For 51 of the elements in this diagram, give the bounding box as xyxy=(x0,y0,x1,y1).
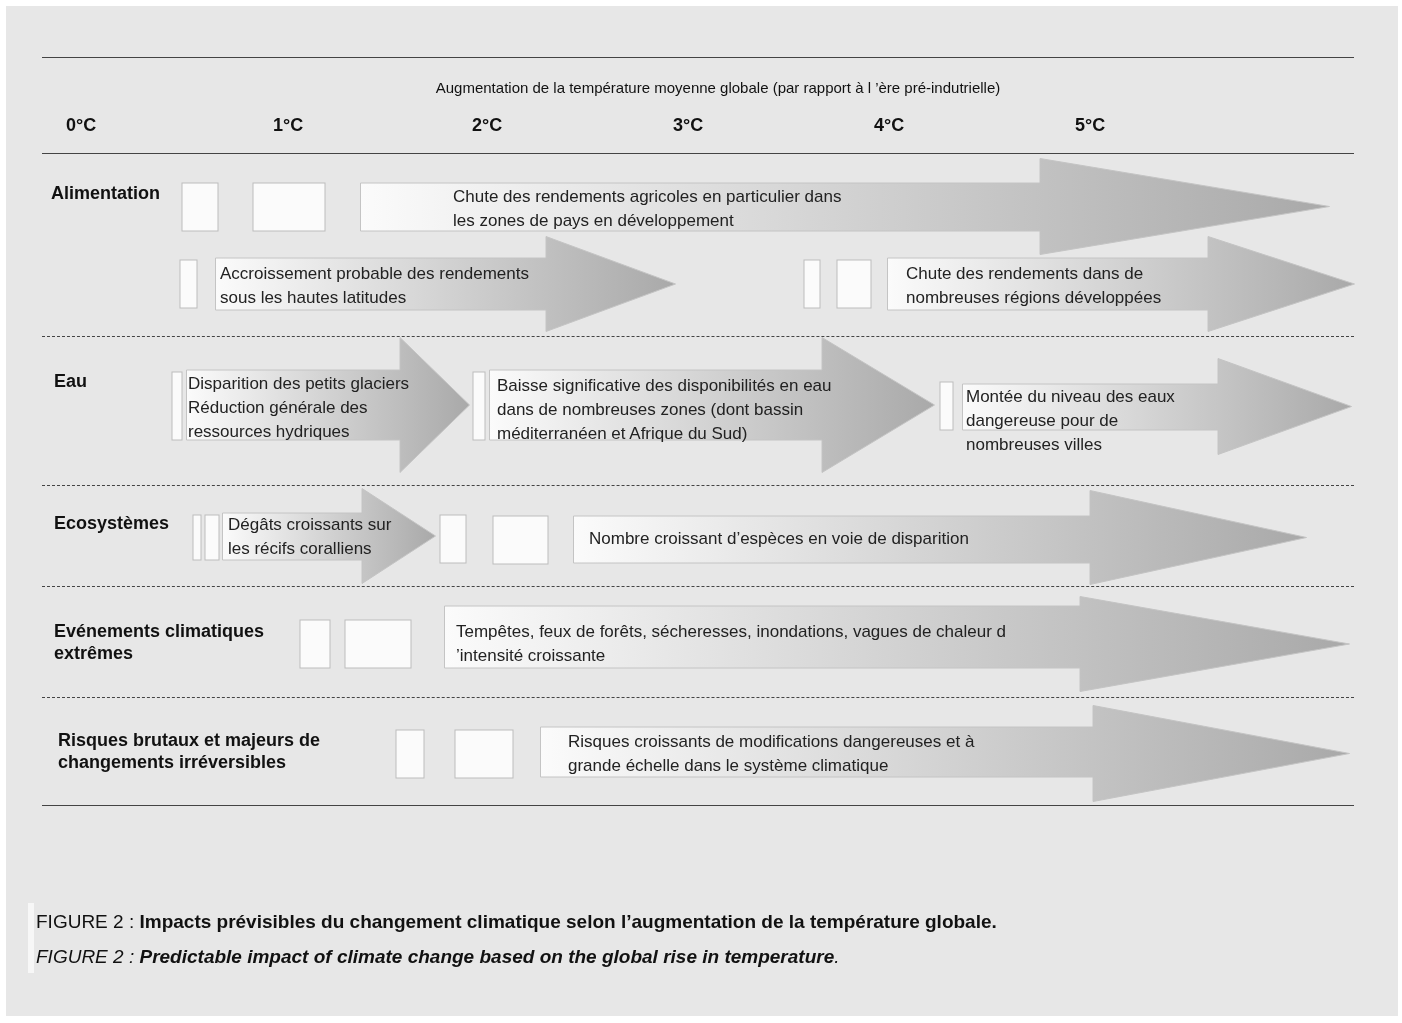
temperature-tick: 3°C xyxy=(673,114,704,136)
impact-text: Chute des rendements agricoles en particulier dans les zones de pays en développement xyxy=(453,186,843,232)
arrow-shape xyxy=(887,236,1355,332)
impact-text: Dégâts croissants sur les récifs coralliens xyxy=(228,514,393,560)
temperature-tick: 4°C xyxy=(874,114,905,136)
row-heading: Evénements climatiques extrêmes xyxy=(54,620,266,664)
fade-block xyxy=(492,515,549,565)
fade-block xyxy=(344,619,412,669)
fade-block xyxy=(192,514,202,561)
arrow-shape xyxy=(962,358,1352,455)
fade-block xyxy=(179,259,198,309)
temperature-tick: 5°C xyxy=(1075,114,1106,136)
impact-text: Nombre croissant d’espèces en voie de disparition xyxy=(589,528,970,550)
arrow-shape xyxy=(540,705,1350,802)
axis-title: Augmentation de la température moyenne globale (par rapport à l ’ère pré-indutrielle) xyxy=(435,78,1001,97)
fade-block xyxy=(171,371,183,441)
impact-text: Baisse significative des disponibilités en eau dans de nombreuses zones (dont bassin méditerranéen et Afrique du Sud) xyxy=(497,375,833,445)
arrow-shape xyxy=(222,488,436,584)
fade-block xyxy=(395,729,425,779)
arrow-shape xyxy=(444,596,1350,692)
row-heading: Ecosystèmes xyxy=(54,512,171,534)
impact-text: Tempêtes, feux de forêts, sécheresses, inondations, vagues de chaleur d ’intensité croissante xyxy=(456,621,1007,667)
fade-block xyxy=(836,259,872,309)
arrow-shape xyxy=(573,490,1307,585)
fade-block xyxy=(439,514,467,564)
temperature-tick: 2°C xyxy=(472,114,503,136)
fade-block xyxy=(454,729,514,779)
impact-text: Chute des rendements dans de nombreuses régions développées xyxy=(906,263,1163,309)
row-heading: Alimentation xyxy=(51,182,161,204)
fade-block xyxy=(472,371,486,441)
arrow-shape xyxy=(215,236,676,332)
temperature-tick: 0°C xyxy=(66,114,97,136)
fade-block xyxy=(181,182,219,232)
caption-english: FIGURE 2 : Predictable impact of climate change based on the global rise in temperature. xyxy=(36,945,840,968)
row-heading: Risques brutaux et majeurs de changements irréversibles xyxy=(58,729,322,773)
fade-block xyxy=(299,619,331,669)
caption: FIGURE 2 : Impacts prévisibles du changement climatique selon l’augmentation de la température globale. xyxy=(36,911,997,933)
impact-text: Accroissement probable des rendements sous les hautes latitudes xyxy=(220,263,530,309)
temperature-tick: 1°C xyxy=(273,114,304,136)
impact-text: Risques croissants de modifications dangereuses et à grande échelle dans le système climatique xyxy=(568,731,976,777)
impact-text: Montée du niveau des eaux dangereuse pour de nombreuses villes xyxy=(966,386,1176,456)
fade-block xyxy=(939,381,954,431)
arrow-shape xyxy=(489,337,935,473)
fade-block xyxy=(204,514,220,561)
row-heading: Eau xyxy=(54,370,88,392)
fade-block xyxy=(803,259,821,309)
arrow-shape xyxy=(360,158,1330,255)
fade-block xyxy=(252,182,326,232)
impact-text: Disparition des petits glaciers xyxy=(188,373,411,395)
arrow-shape xyxy=(186,337,470,473)
impact-text: Réduction générale des ressources hydriques xyxy=(188,397,369,443)
